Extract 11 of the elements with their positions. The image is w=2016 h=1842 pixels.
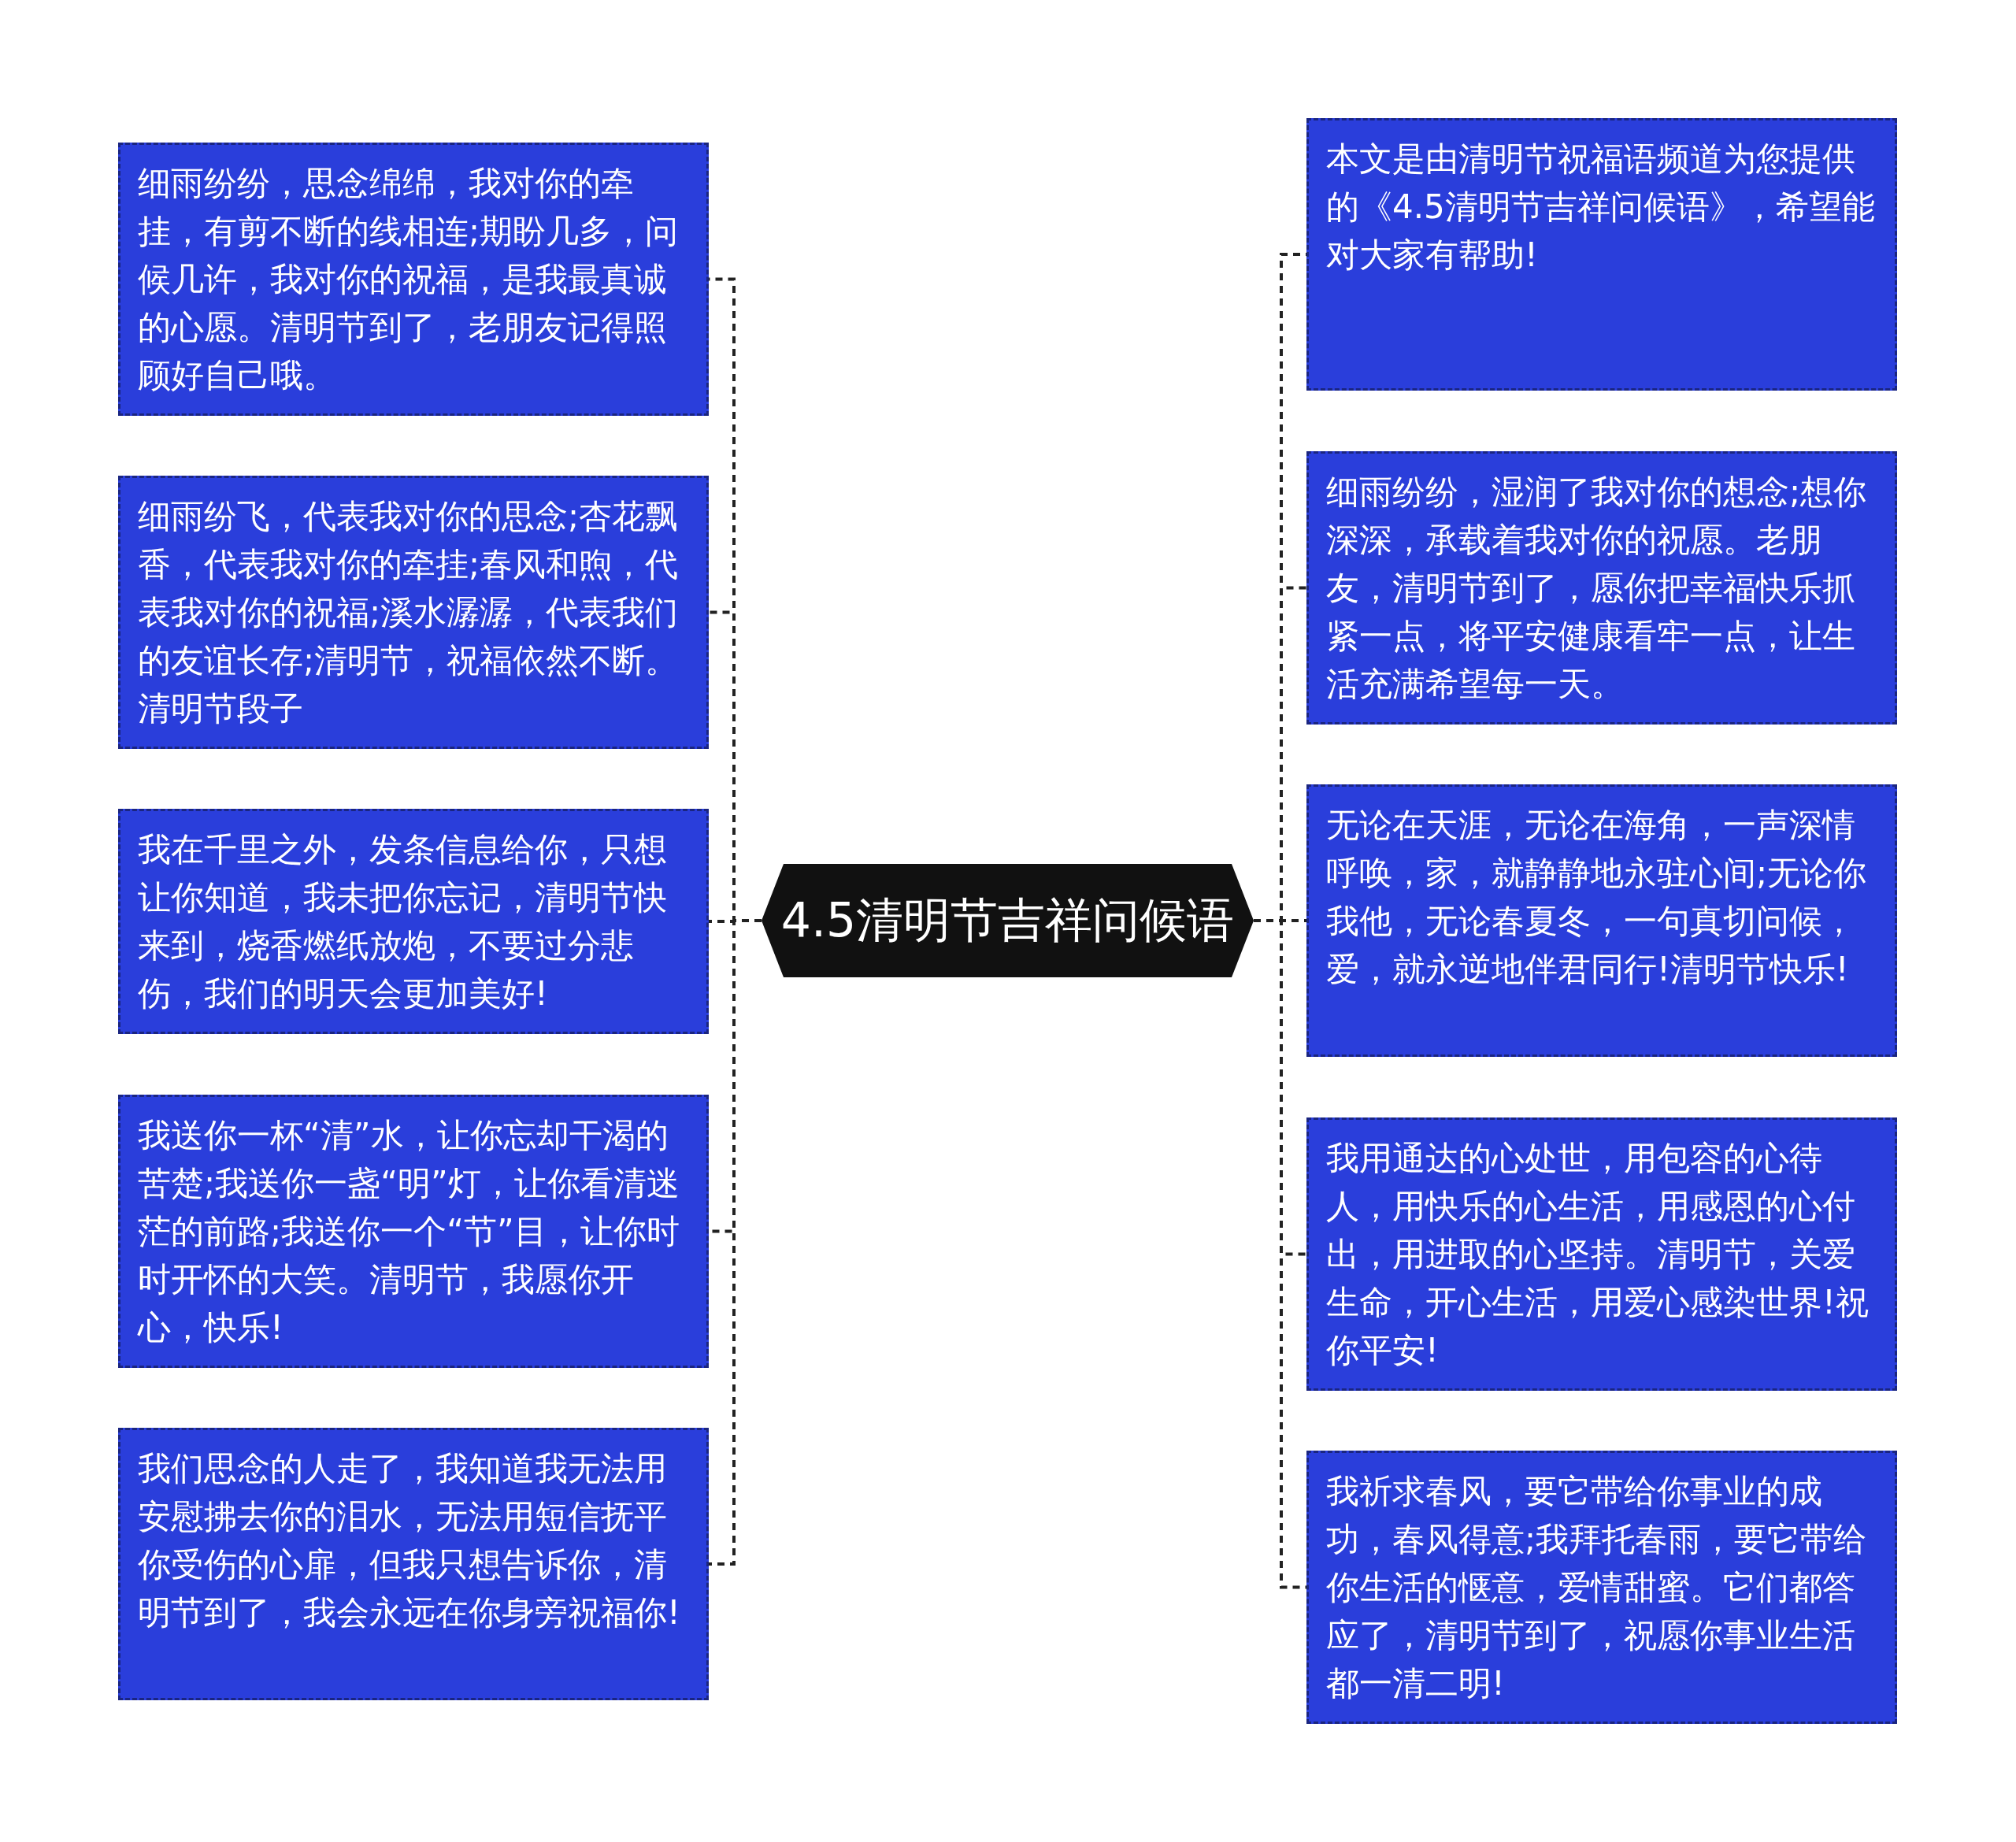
topic-hexagon: 4.5清明节吉祥问候语 xyxy=(762,864,1254,977)
text-box: 我用通达的心处世，用包容的心待人，用快乐的心生活，用感恩的心付出，用进取的心坚持。清明节，关爱生命，开心生活，用爱心感染世界!祝你平安! xyxy=(1306,1117,1897,1391)
text-box: 我送你一杯“清”水，让你忘却干渴的苦楚;我送你一盏“明”灯，让你看清迷茫的前路;我送你一个“节”目，让你时时开怀的大笑。清明节，我愿你开心，快乐! xyxy=(118,1095,709,1368)
text-box: 细雨纷纷，思念绵绵，我对你的牵挂，有剪不断的线相连;期盼几多，问候几许，我对你的祝福，是我最真诚的心愿。清明节到了，老朋友记得照顾好自己哦。 xyxy=(118,143,709,416)
text-box: 细雨纷纷，湿润了我对你的想念;想你深深，承载着我对你的祝愿。老朋友，清明节到了，愿你把幸福快乐抓紧一点，将平安健康看牢一点，让生活充满希望每一天。 xyxy=(1306,451,1897,725)
text-box: 我们思念的人走了，我知道我无法用安慰拂去你的泪水，无法用短信抚平你受伤的心扉，但我只想告诉你，清明节到了，我会永远在你身旁祝福你! xyxy=(118,1428,709,1700)
text-box: 我祈求春风，要它带给你事业的成功，春风得意;我拜托春雨，要它带给你生活的惬意，爱情甜蜜。它们都答应了，清明节到了，祝愿你事业生活都一清二明! xyxy=(1306,1451,1897,1724)
text-box: 本文是由清明节祝福语频道为您提供的《4.5清明节吉祥问候语》，希望能对大家有帮助! xyxy=(1306,118,1897,391)
text-box: 我在千里之外，发条信息给你，只想让你知道，我未把你忘记，清明节快来到，烧香燃纸放炮，不要过分悲伤，我们的明天会更加美好! xyxy=(118,809,709,1034)
text-box: 无论在天涯，无论在海角，一声深情呼唤，家，就静静地永驻心间;无论你我他，无论春夏冬，一句真切问候，爱，就永逆地伴君同行!清明节快乐! xyxy=(1306,784,1897,1057)
text-box: 细雨纷飞，代表我对你的思念;杏花飘香，代表我对你的牵挂;春风和煦，代表我对你的祝福;溪水潺潺，代表我们的友谊长存;清明节，祝福依然不断。清明节段子 xyxy=(118,476,709,749)
